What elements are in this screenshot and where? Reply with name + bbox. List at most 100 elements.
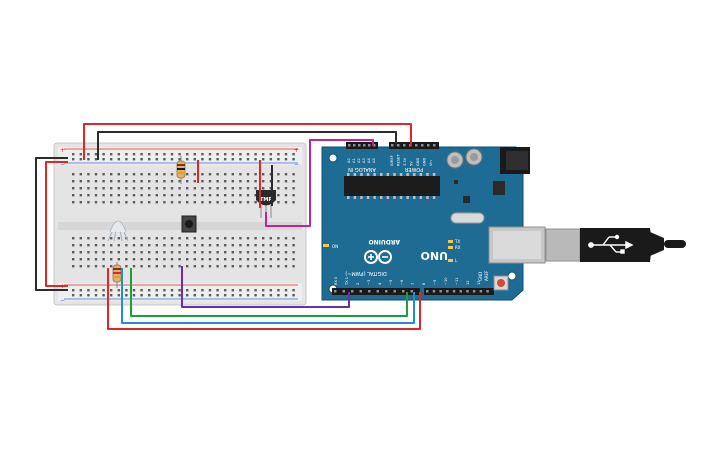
breadboard-hole[interactable] bbox=[94, 294, 98, 297]
breadboard-hole[interactable] bbox=[102, 194, 105, 197]
breadboard-hole[interactable] bbox=[254, 173, 257, 176]
header-pin[interactable] bbox=[348, 144, 351, 147]
breadboard-hole[interactable] bbox=[140, 187, 143, 190]
breadboard-hole[interactable] bbox=[216, 180, 219, 183]
breadboard-hole[interactable] bbox=[132, 158, 136, 161]
breadboard-hole[interactable] bbox=[87, 201, 90, 204]
breadboard-hole[interactable] bbox=[163, 158, 166, 161]
breadboard-hole[interactable] bbox=[284, 258, 288, 261]
breadboard-hole[interactable] bbox=[186, 258, 189, 261]
breadboard-hole[interactable] bbox=[170, 258, 174, 261]
wire-blue[interactable] bbox=[121, 268, 415, 324]
breadboard-hole[interactable] bbox=[102, 153, 105, 156]
breadboard-hole[interactable] bbox=[239, 251, 242, 254]
breadboard-hole[interactable] bbox=[239, 289, 242, 292]
breadboard-hole[interactable] bbox=[269, 173, 272, 176]
breadboard-hole[interactable] bbox=[117, 251, 120, 254]
breadboard-hole[interactable] bbox=[125, 265, 128, 268]
breadboard-hole[interactable] bbox=[155, 294, 158, 297]
breadboard-hole[interactable] bbox=[224, 180, 227, 183]
breadboard-hole[interactable] bbox=[110, 173, 113, 176]
breadboard-hole[interactable] bbox=[132, 265, 136, 268]
breadboard-hole[interactable] bbox=[246, 194, 250, 197]
breadboard-hole[interactable] bbox=[246, 237, 250, 240]
breadboard-hole[interactable] bbox=[277, 251, 280, 254]
breadboard-hole[interactable] bbox=[72, 173, 75, 176]
breadboard-hole[interactable] bbox=[148, 201, 151, 204]
breadboard-hole[interactable] bbox=[102, 187, 105, 190]
breadboard-hole[interactable] bbox=[239, 201, 242, 204]
breadboard-hole[interactable] bbox=[94, 194, 98, 197]
breadboard-hole[interactable] bbox=[208, 289, 212, 292]
breadboard-hole[interactable] bbox=[132, 251, 136, 254]
breadboard-hole[interactable] bbox=[246, 153, 250, 156]
breadboard-hole[interactable] bbox=[178, 153, 181, 156]
header-pin[interactable] bbox=[459, 290, 463, 293]
breadboard-hole[interactable] bbox=[193, 180, 196, 183]
breadboard-hole[interactable] bbox=[224, 187, 227, 190]
breadboard-hole[interactable] bbox=[186, 237, 189, 240]
breadboard-hole[interactable] bbox=[132, 194, 136, 197]
breadboard-hole[interactable] bbox=[246, 251, 250, 254]
breadboard-hole[interactable] bbox=[254, 265, 257, 268]
breadboard-hole[interactable] bbox=[284, 265, 288, 268]
breadboard-hole[interactable] bbox=[72, 158, 75, 161]
breadboard-hole[interactable] bbox=[163, 251, 166, 254]
breadboard-hole[interactable] bbox=[79, 194, 82, 197]
breadboard-hole[interactable] bbox=[155, 289, 158, 292]
breadboard-hole[interactable] bbox=[269, 294, 272, 297]
breadboard-hole[interactable] bbox=[140, 294, 143, 297]
header-pin[interactable] bbox=[410, 290, 414, 293]
breadboard-hole[interactable] bbox=[170, 265, 174, 268]
breadboard-hole[interactable] bbox=[110, 251, 113, 254]
breadboard-hole[interactable] bbox=[277, 237, 280, 240]
breadboard-hole[interactable] bbox=[178, 294, 181, 297]
breadboard-hole[interactable] bbox=[201, 194, 204, 197]
breadboard-hole[interactable] bbox=[163, 153, 166, 156]
breadboard-hole[interactable] bbox=[79, 153, 82, 156]
breadboard-hole[interactable] bbox=[239, 237, 242, 240]
breadboard-hole[interactable] bbox=[292, 173, 295, 176]
breadboard-hole[interactable] bbox=[155, 251, 158, 254]
wire-red-bottom[interactable] bbox=[107, 268, 421, 330]
breadboard-hole[interactable] bbox=[186, 187, 189, 190]
breadboard-hole[interactable] bbox=[155, 201, 158, 204]
breadboard-hole[interactable] bbox=[292, 294, 295, 297]
breadboard-hole[interactable] bbox=[125, 244, 128, 247]
wire-red-left[interactable] bbox=[45, 161, 68, 287]
breadboard-hole[interactable] bbox=[216, 244, 219, 247]
breadboard-holes[interactable] bbox=[72, 153, 295, 297]
breadboard-hole[interactable] bbox=[231, 258, 234, 261]
digital-header-low[interactable] bbox=[332, 288, 420, 295]
breadboard-hole[interactable] bbox=[193, 237, 196, 240]
breadboard-hole[interactable] bbox=[231, 237, 234, 240]
breadboard-hole[interactable] bbox=[231, 244, 234, 247]
breadboard-hole[interactable] bbox=[170, 294, 174, 297]
header-pin[interactable] bbox=[359, 290, 363, 293]
header-pin[interactable] bbox=[368, 290, 371, 293]
breadboard-hole[interactable] bbox=[201, 173, 204, 176]
power-header[interactable] bbox=[389, 142, 439, 149]
breadboard-hole[interactable] bbox=[163, 294, 166, 297]
breadboard-hole[interactable] bbox=[216, 158, 219, 161]
breadboard-hole[interactable] bbox=[155, 244, 158, 247]
breadboard-hole[interactable] bbox=[193, 251, 196, 254]
wire-green[interactable] bbox=[130, 268, 408, 317]
breadboard-hole[interactable] bbox=[125, 158, 128, 161]
breadboard-hole[interactable] bbox=[125, 180, 128, 183]
breadboard-hole[interactable] bbox=[231, 187, 234, 190]
breadboard-hole[interactable] bbox=[277, 265, 280, 268]
breadboard-hole[interactable] bbox=[117, 153, 120, 156]
breadboard-hole[interactable] bbox=[231, 180, 234, 183]
breadboard-hole[interactable] bbox=[216, 294, 219, 297]
wire-black-left[interactable] bbox=[35, 157, 68, 291]
breadboard-hole[interactable] bbox=[170, 237, 174, 240]
breadboard-hole[interactable] bbox=[224, 153, 227, 156]
header-pin[interactable] bbox=[427, 144, 430, 147]
wires[interactable] bbox=[35, 123, 421, 330]
breadboard-hole[interactable] bbox=[102, 237, 105, 240]
breadboard-hole[interactable] bbox=[148, 258, 151, 261]
breadboard-hole[interactable] bbox=[254, 289, 257, 292]
breadboard-hole[interactable] bbox=[72, 265, 75, 268]
breadboard-hole[interactable] bbox=[186, 158, 189, 161]
